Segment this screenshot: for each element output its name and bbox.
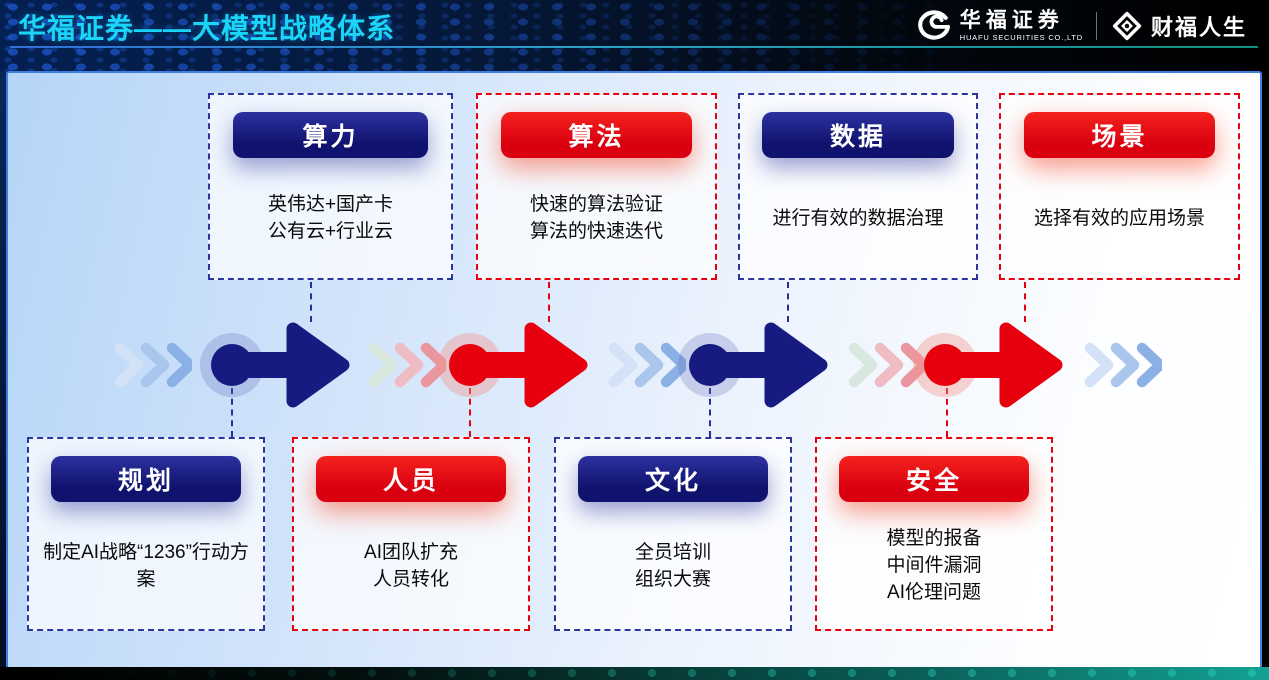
flow-arrow-red-2 <box>913 322 1063 408</box>
footer-dot-pattern <box>0 667 1269 680</box>
pill-security: 安全 <box>839 456 1029 502</box>
header-dot-pattern <box>0 0 1269 71</box>
chevrons-warm-1 <box>368 342 446 388</box>
caifu-logo-cn: 财福人生 <box>1150 15 1247 40</box>
desc-line: 中间件漏洞 <box>886 555 982 576</box>
card-data: 数据 进行有效的数据治理 <box>738 93 978 280</box>
chevrons-blue-3 <box>1084 342 1162 388</box>
card-computing-power: 算力 英伟达+国产卡 公有云+行业云 <box>208 93 453 280</box>
connector-algorithm <box>548 282 550 322</box>
huafu-swirl-icon <box>917 10 950 40</box>
connector-personnel <box>469 388 471 437</box>
flow-arrow-navy-2 <box>678 322 828 408</box>
pill-computing-power: 算力 <box>232 112 429 158</box>
card-algorithm: 算法 快速的算法验证 算法的快速迭代 <box>476 93 717 280</box>
connector-scenario <box>1024 282 1026 322</box>
desc-line: 公有云+行业云 <box>267 221 394 242</box>
header-divider-line <box>10 46 1258 48</box>
pill-label: 人员 <box>382 467 439 495</box>
pill-scenario: 场景 <box>1023 112 1216 158</box>
pill-label: 安全 <box>905 467 962 495</box>
desc-line: 进行有效的数据治理 <box>772 207 944 229</box>
card-culture: 文化 全员培训 组织大赛 <box>554 437 792 631</box>
connector-security <box>946 388 948 437</box>
header-bar: 华福证券——大模型战略体系 华福证券 HUAFU SECURITIES CO.,… <box>0 0 1269 71</box>
desc-planning: 制定AI战略“1236”行动方案 <box>29 502 263 629</box>
connector-planning <box>231 388 233 437</box>
chevrons-blue-1 <box>114 342 192 388</box>
card-security: 安全 模型的报备 中间件漏洞 AI伦理问题 <box>815 437 1053 631</box>
desc-line: 模型的报备 <box>886 528 982 549</box>
desc-culture: 全员培训 组织大赛 <box>556 502 790 629</box>
desc-line: 选择有效的应用场景 <box>1033 207 1205 229</box>
connector-culture <box>709 388 711 437</box>
huafu-logo-text: 华福证券 HUAFU SECURITIES CO.,LTD <box>960 10 1083 42</box>
pill-label: 文化 <box>644 467 701 495</box>
caifu-logo: 财福人生 <box>1110 9 1247 43</box>
pill-planning: 规划 <box>51 456 241 502</box>
card-personnel: 人员 AI团队扩充 人员转化 <box>292 437 530 631</box>
pill-label: 场景 <box>1091 123 1148 151</box>
footer-bar <box>0 667 1269 680</box>
desc-algorithm: 快速的算法验证 算法的快速迭代 <box>478 158 715 278</box>
huafu-logo-cn: 华福证券 <box>959 8 1064 33</box>
connector-computing-power <box>310 282 312 322</box>
card-planning: 规划 制定AI战略“1236”行动方案 <box>27 437 265 631</box>
desc-line: 快速的算法验证 <box>529 194 663 215</box>
desc-computing-power: 英伟达+国产卡 公有云+行业云 <box>210 158 451 278</box>
pill-data: 数据 <box>762 112 954 158</box>
caifu-diamond-icon <box>1112 11 1142 41</box>
desc-line: AI伦理问题 <box>887 582 981 603</box>
pill-label: 算力 <box>302 123 359 151</box>
desc-line: 人员转化 <box>372 568 449 590</box>
desc-line: 英伟达+国产卡 <box>267 194 394 215</box>
desc-line: 组织大赛 <box>634 568 711 590</box>
flow-arrow-navy-1 <box>200 322 350 408</box>
pill-label: 数据 <box>829 123 886 151</box>
connector-data <box>787 282 789 322</box>
desc-security: 模型的报备 中间件漏洞 AI伦理问题 <box>817 502 1051 629</box>
desc-line: 制定AI战略“1236”行动方案 <box>43 541 249 590</box>
desc-line: 全员培训 <box>634 541 711 563</box>
logo-group: 华福证券 HUAFU SECURITIES CO.,LTD 财福人生 <box>916 8 1247 44</box>
flow-arrow-red-1 <box>438 322 588 408</box>
pill-algorithm: 算法 <box>500 112 693 158</box>
desc-data: 进行有效的数据治理 <box>740 158 976 278</box>
desc-line: 算法的快速迭代 <box>529 221 663 242</box>
huafu-logo-en: HUAFU SECURITIES CO.,LTD <box>959 33 1083 43</box>
desc-line: AI团队扩充 <box>364 541 458 563</box>
desc-scenario: 选择有效的应用场景 <box>1001 158 1238 278</box>
page-title: 华福证券——大模型战略体系 <box>18 13 396 44</box>
huafu-logo: 华福证券 HUAFU SECURITIES CO.,LTD <box>916 8 1083 44</box>
pill-label: 算法 <box>568 123 625 151</box>
pill-culture: 文化 <box>578 456 768 502</box>
desc-personnel: AI团队扩充 人员转化 <box>294 502 528 629</box>
card-scenario: 场景 选择有效的应用场景 <box>999 93 1240 280</box>
logo-separator <box>1095 12 1097 40</box>
chevrons-blue-2 <box>608 342 686 388</box>
pill-personnel: 人员 <box>316 456 506 502</box>
pill-label: 规划 <box>117 467 174 495</box>
